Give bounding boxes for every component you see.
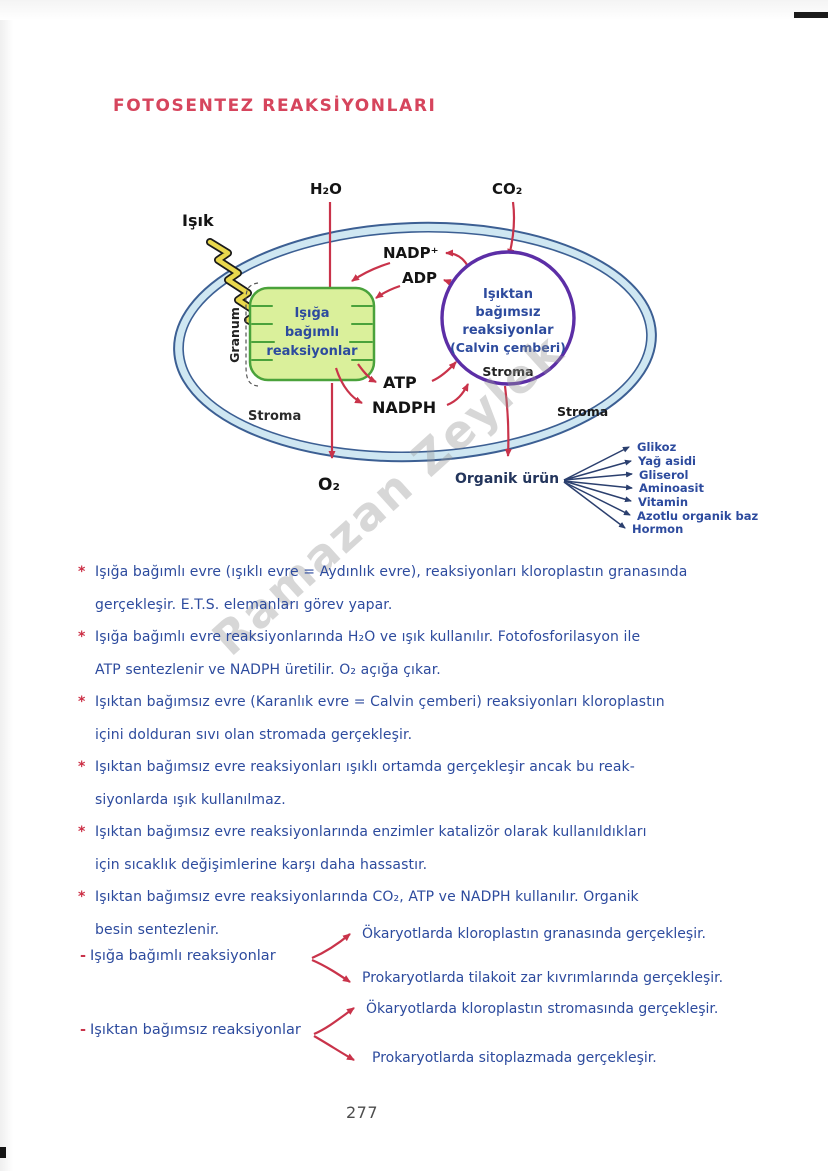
note-line: için sıcaklık değişimlerine karşı daha h…: [95, 856, 428, 873]
co2-label: CO₂: [492, 180, 522, 198]
note-line: Işıktan bağımsız evre reaksiyonlarında e…: [95, 824, 647, 840]
branch-fork-icon: [311, 933, 351, 983]
scan-edge-left: [0, 20, 13, 1171]
branch-dash: -: [80, 1022, 87, 1038]
page-number: 277: [346, 1103, 379, 1122]
branch-outcome-eukaryote: Ökaryotlarda kloroplastın granasında ger…: [362, 926, 706, 942]
scan-artifact-left-bottom: [0, 1147, 6, 1158]
note-bullet: *: [78, 564, 86, 580]
branch-light-independent-label: -Işıktan bağımsız reaksiyonlar: [80, 1022, 301, 1038]
calvin-text-line3: reaksiyonlar: [462, 323, 554, 338]
branch-label-text: Işığa bağımlı reaksiyonlar: [90, 948, 276, 964]
granum-text-line2: bağımlı: [285, 325, 339, 340]
note-line: Işığa bağımlı evre (ışıklı evre = Aydınl…: [95, 564, 688, 580]
note-bullet: *: [78, 759, 86, 775]
stroma-left-label: Stroma: [248, 409, 301, 424]
granum-text-line1: Işığa: [294, 306, 329, 321]
product-item-gliserol: Gliserol: [639, 468, 688, 482]
note-bullet: *: [78, 629, 86, 645]
note-item: * Işıktan bağımsız evre reaksiyonları ış…: [78, 751, 778, 816]
branch-light-dependent-label: -Işığa bağımlı reaksiyonlar: [80, 948, 276, 964]
note-item: * Işıktan bağımsız evre (Karanlık evre =…: [78, 686, 778, 751]
scan-artifact-top-right: [794, 12, 828, 18]
branch-dash: -: [80, 948, 87, 964]
note-bullet: *: [78, 889, 86, 905]
adp-label: ADP: [402, 269, 437, 287]
note-line: içini dolduran sıvı olan stromada gerçek…: [95, 726, 413, 743]
scan-edge-top: [0, 0, 828, 20]
arrow-granum-to-atp: [357, 363, 377, 383]
calvin-text-line2: bağımsız: [475, 305, 540, 320]
note-line: Işıktan bağımsız evre reaksiyonlarında C…: [95, 889, 639, 905]
nadph-label: NADPH: [372, 398, 436, 417]
product-item-yag-asidi: Yağ asidi: [637, 454, 696, 468]
light-label: Işık: [182, 211, 214, 230]
arrow-granum-to-nadph: [334, 367, 363, 404]
granum-side-label: Granum: [227, 307, 242, 363]
note-line: gerçekleşir. E.T.S. elemanları görev yap…: [95, 596, 393, 613]
branch-label-text: Işıktan bağımsız reaksiyonlar: [90, 1022, 301, 1038]
notes-list: * Işığa bağımlı evre (ışıklı evre = Aydı…: [78, 556, 778, 946]
note-line: siyonlarda ışık kullanılmaz.: [95, 791, 286, 808]
atp-label: ATP: [383, 373, 417, 392]
page-title: FOTOSENTEZ REAKSİYONLARI: [113, 96, 437, 116]
note-line: Işığa bağımlı evre reaksiyonlarında H₂O …: [95, 629, 641, 645]
arrow-nadp-to-granum: [351, 261, 391, 282]
product-item-azotlu-organik-baz: Azotlu organik baz: [637, 509, 758, 523]
product-item-glikoz: Glikoz: [637, 440, 677, 454]
calvin-text-line1: Işıktan: [483, 287, 533, 302]
calvin-cycle-circle: [440, 250, 576, 386]
note-item: * Işıktan bağımsız evre reaksiyonlarında…: [78, 881, 778, 946]
calvin-text-line4: (Calvin çemberi): [450, 340, 566, 355]
organic-product-arrow: [503, 385, 512, 457]
product-item-hormon: Hormon: [632, 522, 683, 536]
arrow-atp-to-circle: [431, 361, 457, 383]
branch-fork-icon: [313, 1007, 355, 1061]
granum-bracket: [245, 282, 259, 387]
note-line: ATP sentezlenir ve NADPH üretilir. O₂ aç…: [95, 661, 441, 678]
granum-text-line3: reaksiyonlar: [266, 344, 358, 359]
note-bullet: *: [78, 694, 86, 710]
organic-product-label: Organik ürün: [455, 471, 559, 487]
branch-outcome-prokaryote: Prokaryotlarda sitoplazmada gerçekleşir.: [372, 1050, 657, 1066]
note-line: Işıktan bağımsız evre (Karanlık evre = C…: [95, 694, 665, 710]
note-line: besin sentezlenir.: [95, 921, 220, 938]
note-bullet: *: [78, 824, 86, 840]
product-fan-arrows: [563, 446, 633, 529]
h2o-label: H₂O: [310, 180, 342, 198]
note-item: * Işığa bağımlı evre (ışıklı evre = Aydı…: [78, 556, 778, 621]
arrow-nadph-to-circle: [446, 383, 469, 407]
branch-outcome-eukaryote: Ökaryotlarda kloroplastın stromasında ge…: [366, 1001, 719, 1017]
o2-label: O₂: [318, 475, 340, 495]
co2-arrow: [507, 201, 516, 257]
granum-stack: [248, 286, 376, 382]
photosynthesis-diagram: H₂O CO₂ Işık Granum Işığa bağımlı reaksi…: [173, 180, 758, 536]
product-item-vitamin: Vitamin: [638, 495, 688, 509]
stroma-right-label: Stroma: [557, 404, 608, 419]
note-item: * Işıktan bağımsız evre reaksiyonlarında…: [78, 816, 778, 881]
note-line: Işıktan bağımsız evre reaksiyonları ışık…: [95, 759, 635, 775]
calvin-stroma-label: Stroma: [482, 364, 533, 379]
branch-outcome-prokaryote: Prokaryotlarda tilakoit zar kıvrımlarınd…: [362, 970, 724, 986]
note-item: * Işığa bağımlı evre reaksiyonlarında H₂…: [78, 621, 778, 686]
chloroplast-membrane: [173, 221, 657, 463]
arrow-adp-to-granum: [375, 284, 401, 299]
product-item-aminoasit: Aminoasit: [639, 481, 704, 495]
nadp-label: NADP⁺: [383, 244, 439, 262]
